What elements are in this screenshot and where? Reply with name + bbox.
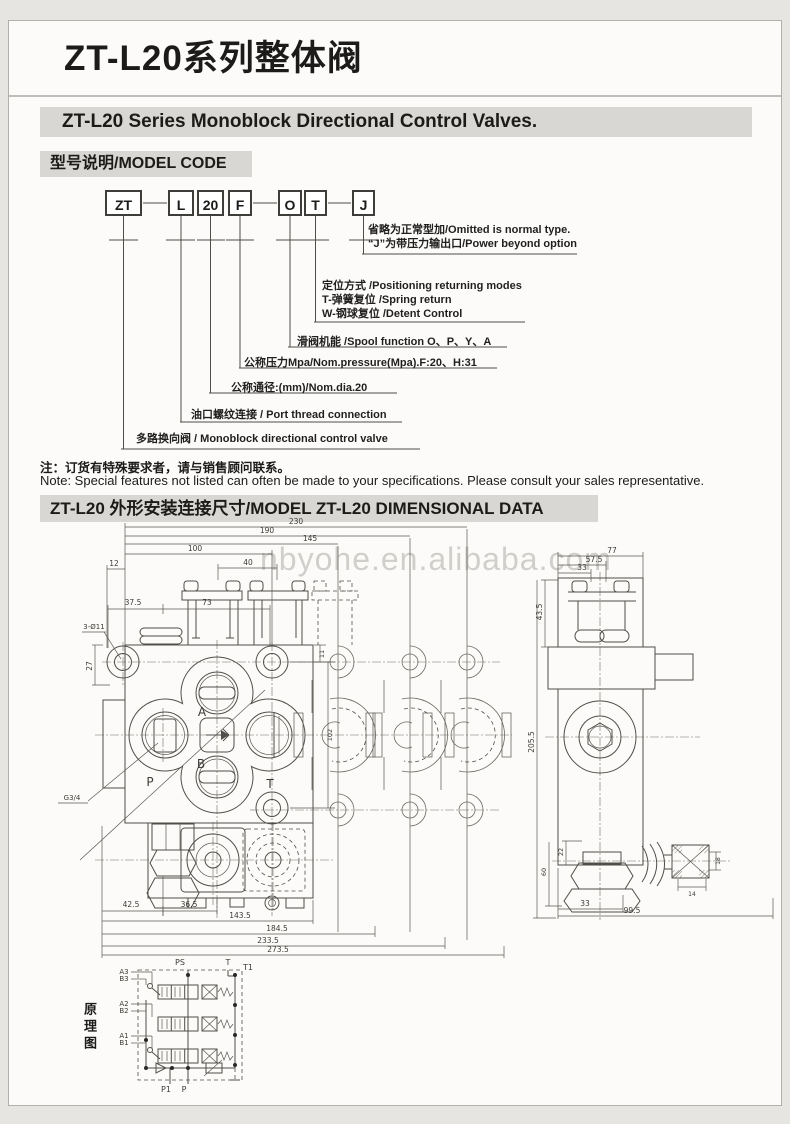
- model-code-box-j: J: [352, 190, 375, 216]
- dim-label: 36.5: [181, 900, 198, 909]
- model-code-box-f: F: [228, 190, 252, 216]
- dim-label: A2: [119, 1000, 128, 1008]
- annotation-j-line2: “J”为带压力输出口/Power beyond option: [368, 238, 578, 250]
- dim-label: 102: [326, 729, 334, 741]
- dim-label: 73: [202, 598, 212, 607]
- model-code-heading: 型号说明/MODEL CODE: [40, 151, 252, 177]
- dim-label: A3: [119, 968, 128, 976]
- dim-label: B: [197, 757, 205, 771]
- dim-label: 37.5: [125, 598, 142, 607]
- annotation-t-line1: 定位方式 /Positioning returning modes: [322, 280, 522, 292]
- model-code-box-zt: ZT: [105, 190, 142, 216]
- dim-label: 99.5: [624, 906, 641, 915]
- annotation-t-line2: T-弹簧复位 /Spring return: [322, 294, 452, 306]
- dim-label: 3-Ø11: [83, 623, 104, 631]
- dim-label: T: [225, 958, 231, 967]
- dim-label: B1: [119, 1039, 128, 1047]
- dim-label: 18: [715, 857, 722, 865]
- dim-label: G3/4: [64, 794, 81, 802]
- series-banner: ZT-L20 Series Monoblock Directional Cont…: [40, 107, 752, 137]
- page-title: ZT-L20系列整体阀: [64, 39, 363, 78]
- dim-label: 42.5: [123, 900, 140, 909]
- model-code-box-o: O: [278, 190, 302, 216]
- annotation-diameter: 公称通径:(mm)/Nom.dia.20: [231, 382, 368, 394]
- dim-label: 100: [188, 544, 203, 553]
- dim-label: 11: [318, 650, 326, 658]
- dim-label: 33: [580, 899, 590, 908]
- model-code-box-20: 20: [197, 190, 224, 216]
- dim-label: 143.5: [229, 911, 251, 920]
- dim-label: 43.5: [535, 603, 544, 620]
- model-code-box-t: T: [304, 190, 327, 216]
- schematic-title: 原理图: [82, 1002, 97, 1053]
- dim-label: T1: [242, 963, 253, 972]
- hydraulic-schematic: [131, 969, 243, 1084]
- annotation-port-thread: 油口螺纹连接 / Port thread connection: [191, 409, 387, 421]
- dim-label: 205.5: [527, 731, 536, 753]
- watermark: nbyohe.en.alibaba.com: [260, 541, 612, 577]
- dim-label: A: [198, 705, 207, 719]
- dim-label: 14: [688, 891, 696, 898]
- annotation-valve-type: 多路换向阀 / Monoblock directional control va…: [136, 433, 388, 445]
- model-code-connectors: [109, 202, 577, 450]
- annotation-spool-function: 滑阀机能 /Spool function O、P、Y、A: [297, 336, 492, 348]
- note-chinese: 注：订货有特殊要求者，请与销售顾问联系。: [40, 461, 291, 475]
- annotation-t-line3: W-钢球复位 /Detent Control: [322, 308, 463, 320]
- dim-label: 60: [540, 868, 548, 876]
- dim-label: 145: [303, 534, 318, 543]
- dim-label: 230: [289, 517, 304, 526]
- dim-label: A1: [119, 1032, 128, 1040]
- annotation-pressure: 公称压力Mpa/Nom.pressure(Mpa).F:20、H:31: [244, 357, 477, 369]
- dim-label: PS: [175, 958, 185, 967]
- model-code-box-l: L: [168, 190, 194, 216]
- dim-label: 184.5: [266, 924, 288, 933]
- dim-label: B3: [119, 975, 128, 983]
- dim-label: 27: [85, 661, 94, 671]
- dim-label: P: [182, 1085, 187, 1094]
- dim-label: 33: [577, 563, 587, 572]
- dim-label: B2: [119, 1007, 128, 1015]
- phantom-sections: [293, 529, 512, 940]
- side-view: [545, 572, 730, 920]
- dim-label: 22: [557, 848, 565, 856]
- dim-label: T: [265, 777, 274, 791]
- dim-label: P1: [161, 1085, 171, 1094]
- note-english: Note: Special features not listed can of…: [40, 473, 705, 488]
- dim-label: 12: [109, 559, 119, 568]
- dim-label: 190: [260, 526, 275, 535]
- dim-label: 40: [243, 558, 253, 567]
- dim-label: 57.5: [586, 555, 603, 564]
- dim-label: 273.5: [267, 945, 289, 954]
- dimensional-heading: ZT-L20 外形安装连接尺寸/MODEL ZT-L20 DIMENSIONAL…: [40, 495, 598, 522]
- front-view: [79, 580, 512, 918]
- dim-label: 77: [607, 546, 617, 555]
- dim-label: 233.5: [257, 936, 279, 945]
- dimension-lines: [58, 523, 774, 958]
- annotation-j-line1: 省略为正常型加/Omitted is normal type.: [368, 224, 571, 236]
- dim-label: P: [146, 775, 153, 789]
